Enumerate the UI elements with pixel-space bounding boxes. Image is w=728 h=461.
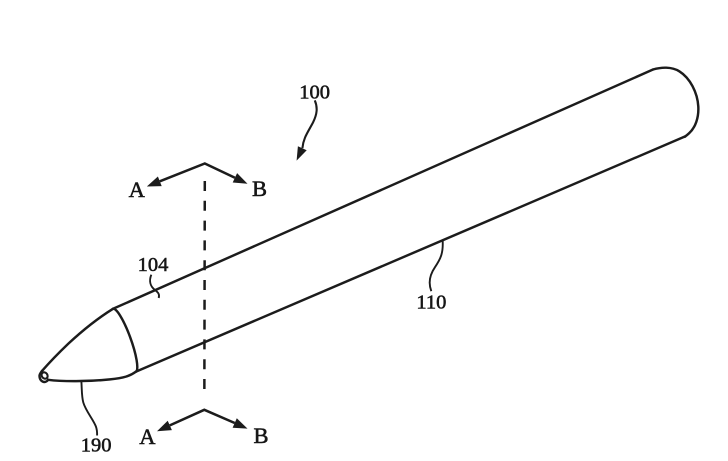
- svg-text:B: B: [252, 176, 267, 201]
- svg-text:A: A: [129, 177, 146, 202]
- svg-text:110: 110: [416, 292, 446, 314]
- svg-text:100: 100: [299, 81, 330, 103]
- svg-text:B: B: [254, 423, 269, 448]
- svg-text:A: A: [139, 424, 156, 449]
- svg-text:190: 190: [81, 435, 112, 457]
- svg-text:104: 104: [138, 254, 169, 276]
